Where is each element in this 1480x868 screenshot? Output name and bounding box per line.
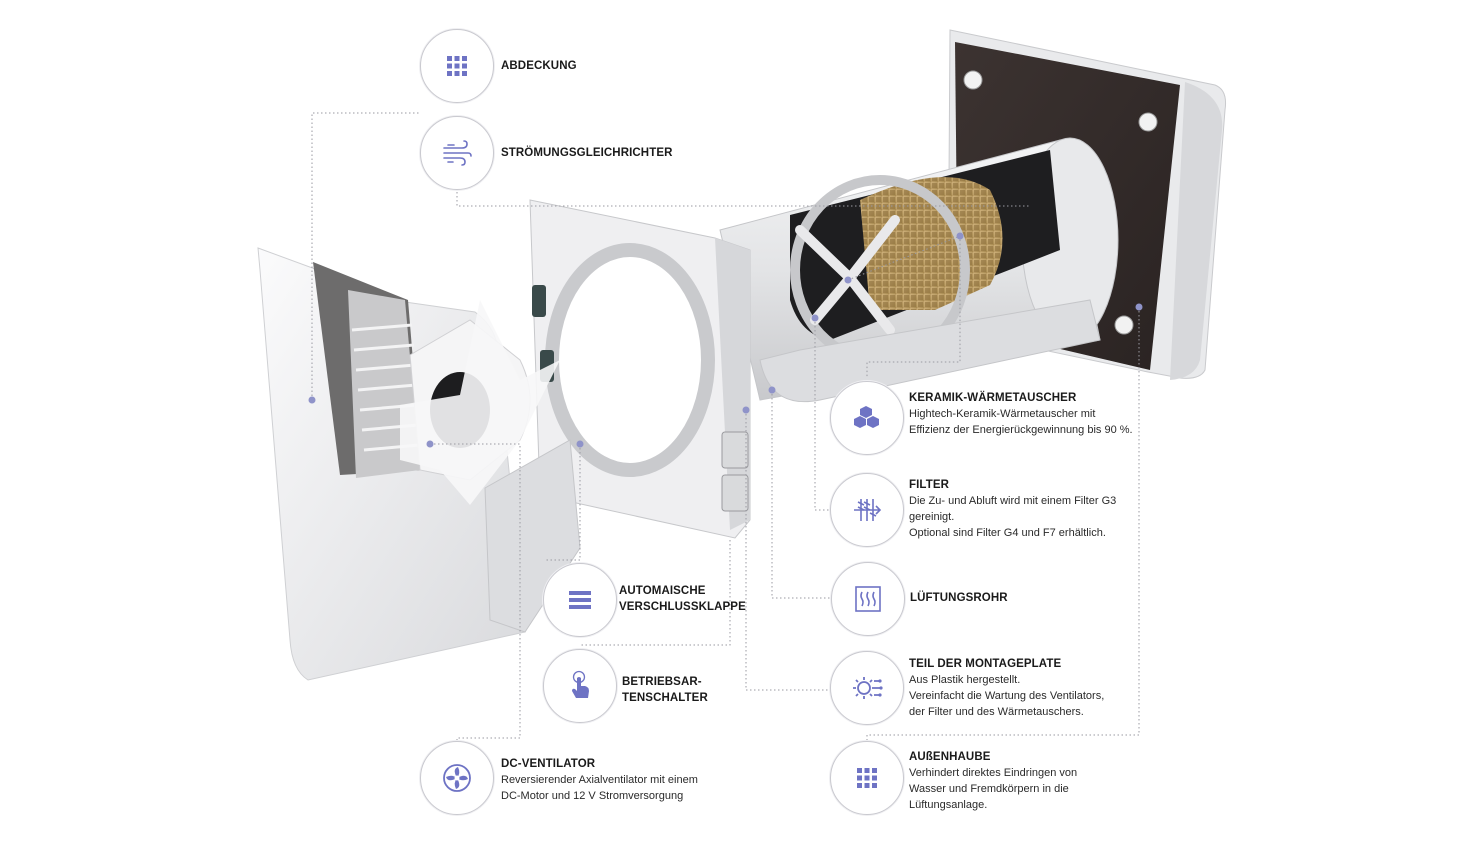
callout-verschlussklappe: AUTOMAISCHE VERSCHLUSSKLAPPE — [619, 583, 746, 615]
callout-description: Die Zu- und Abluft wird mit einem Filter… — [909, 495, 1117, 539]
hexagon-cells-icon — [830, 381, 904, 455]
callout-lueftungsrohr: LÜFTUNGSROHR — [910, 590, 1008, 606]
ventilation-tube — [719, 137, 1119, 403]
callout-title: BETRIEBSAR- TENSCHALTER — [622, 676, 708, 704]
anchor-dots — [308, 232, 1143, 448]
airflow-icon — [420, 116, 494, 190]
callout-title: AUßENHAUBE — [909, 751, 991, 763]
mounting-plate — [529, 199, 751, 539]
callout-dc-ventilator: DC-VENTILATOR Reversierender Axialventil… — [501, 756, 698, 804]
hand-touch-icon — [543, 649, 617, 723]
callout-title: TEIL DER MONTAGEPLATE — [909, 658, 1062, 670]
callout-description: Hightech-Keramik-Wärmetauscher mit Effiz… — [909, 408, 1133, 436]
front-cover — [257, 247, 581, 681]
callout-description: Aus Plastik hergestellt. Vereinfacht die… — [909, 674, 1105, 718]
fan-icon — [420, 741, 494, 815]
callout-description: Reversierender Axialventilator mit einem… — [501, 774, 698, 802]
callout-title: KERAMIK-WÄRMETAUSCHER — [909, 392, 1077, 404]
gear-circuit-icon — [830, 651, 904, 725]
filter-icon — [830, 473, 904, 547]
callout-title: STRÖMUNGSGLEICHRICHTER — [501, 147, 673, 159]
grid-icon — [420, 29, 494, 103]
callout-stroemungsgleichrichter: STRÖMUNGSGLEICHRICHTER — [501, 145, 673, 161]
callout-title: DC-VENTILATOR — [501, 758, 596, 770]
callout-keramik-waermetauscher: KERAMIK-WÄRMETAUSCHER Hightech-Keramik-W… — [909, 390, 1133, 438]
callout-aussenhaube: AUßENHAUBE Verhindert direktes Eindringe… — [909, 749, 1077, 813]
leader-lines — [311, 112, 1140, 748]
grid-icon — [830, 741, 904, 815]
bars-icon — [543, 563, 617, 637]
callout-title: FILTER — [909, 479, 949, 491]
callout-betriebsartenschalter: BETRIEBSAR- TENSCHALTER — [622, 674, 708, 706]
callout-abdeckung: ABDECKUNG — [501, 58, 577, 74]
callout-title: AUTOMAISCHE VERSCHLUSSKLAPPE — [619, 585, 746, 613]
callout-title: ABDECKUNG — [501, 60, 577, 72]
callout-title: LÜFTUNGSROHR — [910, 592, 1008, 604]
callout-filter: FILTER Die Zu- und Abluft wird mit einem… — [909, 477, 1116, 541]
heat-waves-icon — [831, 562, 905, 636]
callout-description: Verhindert direktes Eindringen von Wasse… — [909, 767, 1078, 811]
callout-montageplate: TEIL DER MONTAGEPLATE Aus Plastik herges… — [909, 656, 1104, 720]
